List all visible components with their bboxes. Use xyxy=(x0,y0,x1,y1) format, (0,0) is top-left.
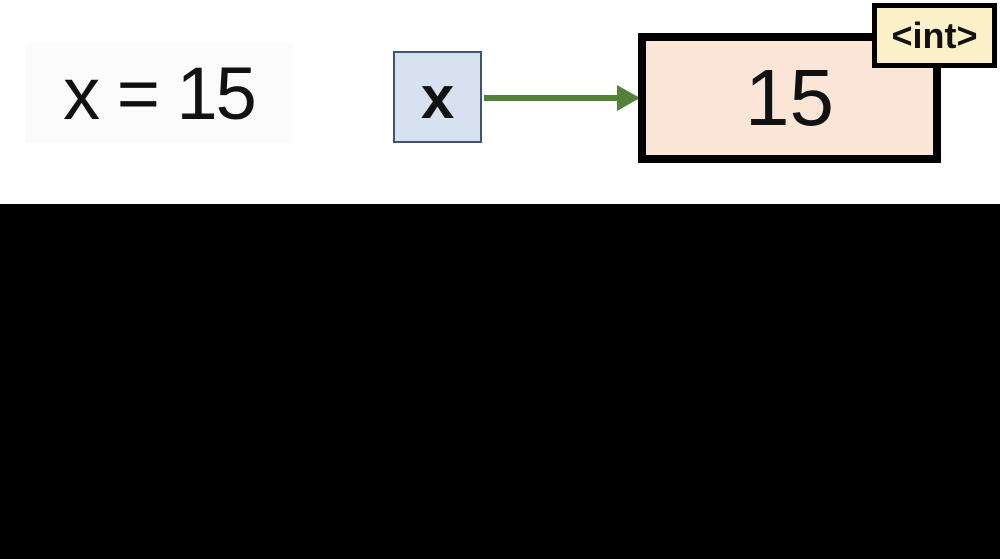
reference-arrow-icon xyxy=(484,85,640,111)
code-snippet-box: x = 15 xyxy=(25,43,293,143)
value-number-label: 15 xyxy=(745,53,834,142)
variable-name-box: x xyxy=(393,51,482,143)
code-snippet-text: x = 15 xyxy=(63,51,257,135)
bottom-black-band xyxy=(0,204,1000,559)
variable-name-label: x xyxy=(420,63,455,131)
type-tag-label: <int> xyxy=(891,14,978,56)
type-tag-box: <int> xyxy=(872,3,997,68)
